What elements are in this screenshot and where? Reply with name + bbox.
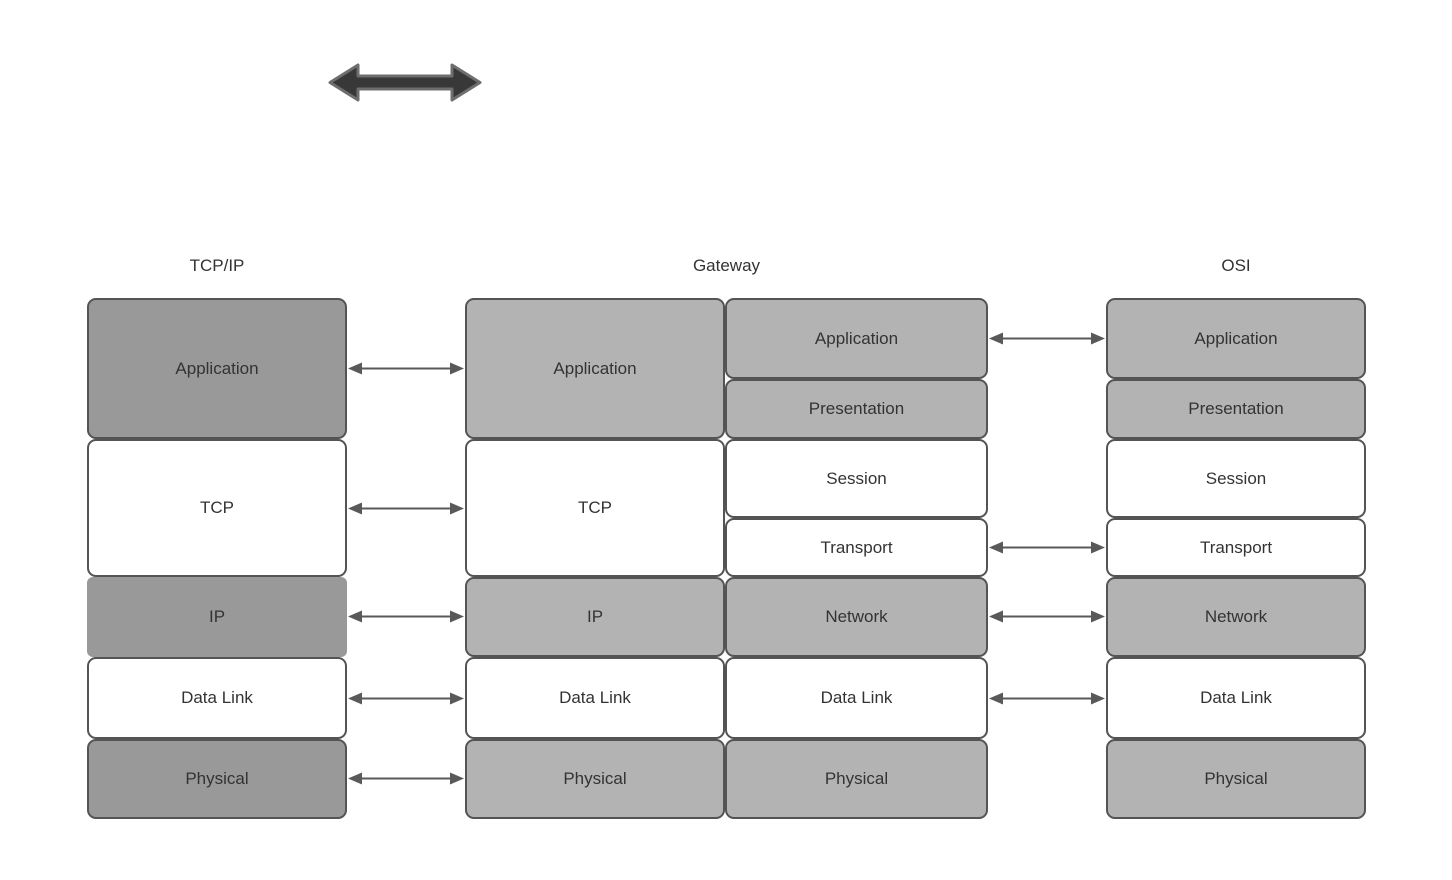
layer-label: Transport bbox=[820, 537, 893, 557]
layer-box-osi-datalink: Data Link bbox=[1106, 657, 1366, 739]
layer-label: Physical bbox=[824, 769, 889, 788]
layer-box-gwr-session: Session bbox=[725, 439, 988, 518]
osi-stack: Application Presentation Session Transpo… bbox=[1106, 298, 1366, 819]
layer-label: Physical bbox=[1204, 769, 1268, 788]
layer-label: Physical bbox=[563, 769, 627, 788]
layer-label: Data Link bbox=[1200, 688, 1272, 707]
layer-box-tcpip-ip: IP bbox=[87, 577, 347, 657]
layer-box-gwr-application: Application bbox=[725, 298, 988, 379]
layer-label: Physical bbox=[185, 769, 249, 788]
layer-box-gwl-ip: IP bbox=[465, 577, 725, 657]
layer-box-osi-presentation: Presentation bbox=[1106, 379, 1366, 439]
layer-label: Application bbox=[175, 358, 259, 378]
connector-tcpip-gateway-ip-double-arrow-icon bbox=[348, 610, 464, 623]
header-osi: OSI bbox=[1221, 256, 1251, 275]
layer-box-tcpip-application: Application bbox=[87, 298, 347, 439]
layer-box-tcpip-physical: Physical bbox=[87, 739, 347, 819]
layer-label: Presentation bbox=[808, 399, 905, 418]
header-tcpip: TCP/IP bbox=[189, 256, 245, 275]
connector-gateway-osi-transport-double-arrow-icon bbox=[989, 541, 1105, 554]
layer-box-gwr-network: Network bbox=[725, 577, 988, 657]
layer-label: Data Link bbox=[820, 688, 893, 707]
layer-box-osi-session: Session bbox=[1106, 439, 1366, 518]
layer-box-gwl-datalink: Data Link bbox=[465, 657, 725, 739]
layer-label: Session bbox=[1205, 468, 1267, 488]
layer-box-osi-transport: Transport bbox=[1106, 518, 1366, 577]
layer-label: TCP bbox=[578, 498, 612, 517]
connector-tcpip-gateway-tcp-double-arrow-icon bbox=[348, 502, 464, 515]
layer-box-gwl-application: Application bbox=[465, 298, 725, 439]
layer-label: IP bbox=[208, 607, 226, 626]
layer-box-gwr-transport: Transport bbox=[725, 518, 988, 577]
layer-box-osi-network: Network bbox=[1106, 577, 1366, 657]
layer-label: Transport bbox=[1199, 537, 1273, 557]
layer-label: IP bbox=[586, 607, 604, 626]
layer-label: TCP bbox=[200, 498, 234, 517]
connector-tcpip-gateway-physical-double-arrow-icon bbox=[348, 772, 464, 785]
layer-label: Presentation bbox=[1188, 399, 1284, 418]
connector-gateway-osi-application-double-arrow-icon bbox=[989, 332, 1105, 345]
gateway-left-stack: Application TCP IP Data Link Physical bbox=[465, 298, 725, 819]
connector-tcpip-gateway-datalink-double-arrow-icon bbox=[348, 692, 464, 705]
layer-box-gwr-physical: Physical bbox=[725, 739, 988, 819]
layer-box-gwr-presentation: Presentation bbox=[725, 379, 988, 439]
layer-label: Application bbox=[1194, 328, 1278, 348]
connector-tcpip-gateway-application-double-arrow-icon bbox=[348, 362, 464, 375]
gateway-right-stack: Application Presentation Session Transpo… bbox=[725, 298, 988, 819]
layer-box-gwr-datalink: Data Link bbox=[725, 657, 988, 739]
layer-label: Network bbox=[1204, 607, 1268, 626]
layer-box-osi-application: Application bbox=[1106, 298, 1366, 379]
layer-label: Data Link bbox=[181, 688, 253, 707]
tcpip-stack: Application TCP IP Data Link Physical bbox=[87, 298, 347, 819]
layer-label: Network bbox=[825, 607, 888, 626]
layer-box-tcpip-tcp: TCP bbox=[87, 439, 347, 577]
layer-box-osi-physical: Physical bbox=[1106, 739, 1366, 819]
connector-gateway-osi-datalink-double-arrow-icon bbox=[989, 692, 1105, 705]
header-gateway: Gateway bbox=[692, 256, 761, 275]
layer-box-tcpip-datalink: Data Link bbox=[87, 657, 347, 739]
layer-box-gwl-physical: Physical bbox=[465, 739, 725, 819]
layer-box-gwl-tcp: TCP bbox=[465, 439, 725, 577]
layer-label: Application bbox=[553, 358, 637, 378]
connector-gateway-osi-network-double-arrow-icon bbox=[989, 610, 1105, 623]
layer-label: Data Link bbox=[559, 688, 631, 707]
layer-label: Application bbox=[814, 328, 899, 348]
layer-label: Session bbox=[826, 468, 887, 488]
thick-double-arrow-icon bbox=[328, 63, 482, 102]
